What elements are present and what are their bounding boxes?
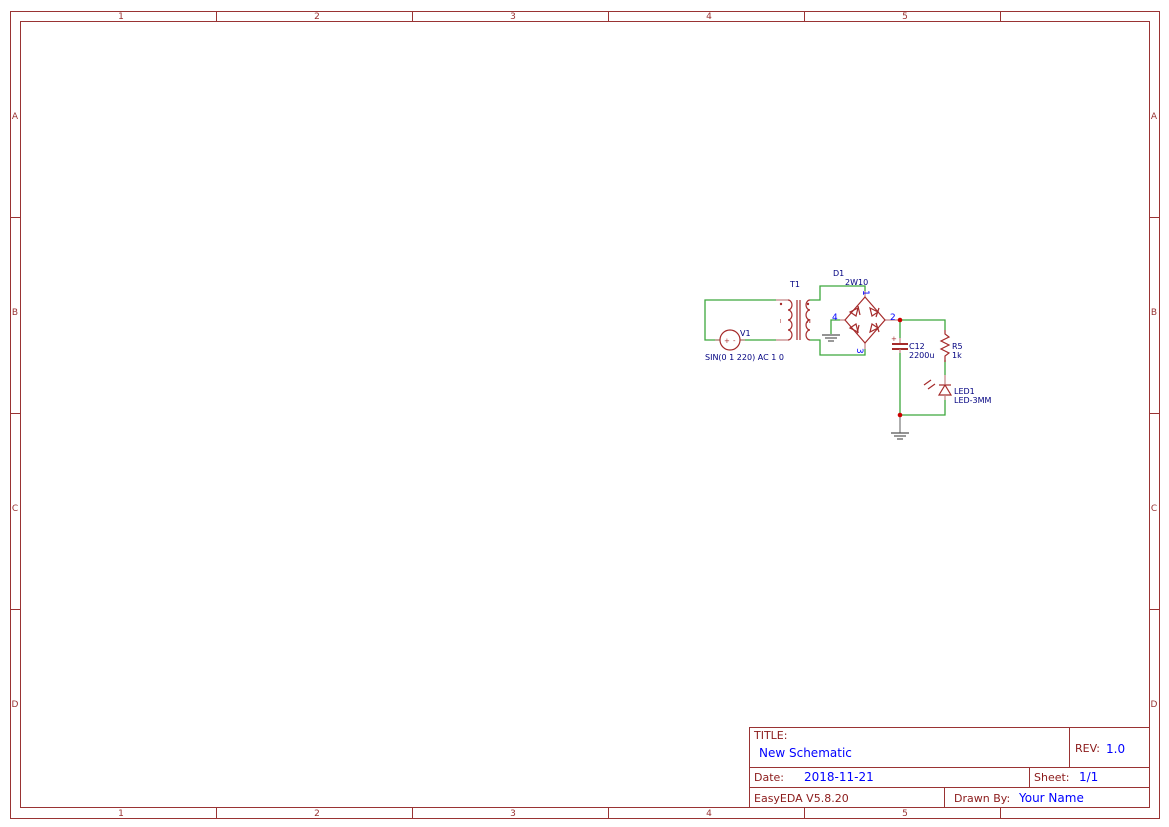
column-label: 1 xyxy=(118,12,124,22)
row-label: B xyxy=(1151,308,1157,318)
minus-sign: - xyxy=(733,337,736,345)
row-label: A xyxy=(1151,112,1158,122)
v1-ref: V1 xyxy=(740,329,751,338)
drawn-by-label: Drawn By: xyxy=(954,792,1010,805)
column-label: 5 xyxy=(902,809,908,819)
drawing-frame xyxy=(10,11,1160,819)
junction-dots xyxy=(897,317,903,418)
wires[interactable] xyxy=(704,285,946,416)
column-label: 1 xyxy=(118,809,124,819)
row-label: D xyxy=(12,700,19,710)
column-label: 2 xyxy=(314,12,320,22)
frame-column-labels-bottom: 1 2 3 4 5 xyxy=(118,809,908,819)
date-label: Date: xyxy=(754,771,784,784)
date-value: 2018-11-21 xyxy=(804,770,874,784)
sheet-value: 1/1 xyxy=(1079,770,1098,784)
c12-ref: C12 xyxy=(909,342,925,351)
sheet-label: Sheet: xyxy=(1034,771,1070,784)
frame-row-labels: A B C D A B C D xyxy=(12,112,1158,710)
column-label: 2 xyxy=(314,809,320,819)
software-version: EasyEDA V5.8.20 xyxy=(754,792,849,805)
row-label: A xyxy=(12,112,19,122)
title-label: TITLE: xyxy=(753,729,787,742)
drawn-by-value: Your Name xyxy=(1018,791,1084,805)
t1-ref: T1 xyxy=(789,280,800,289)
column-label: 4 xyxy=(706,12,712,22)
resistor-r5[interactable]: R5 1k xyxy=(939,330,963,362)
secondary-pin-label: N xyxy=(807,319,811,325)
rev-value: 1.0 xyxy=(1106,742,1125,756)
plus-sign: + xyxy=(724,337,730,345)
pin-number: 2 xyxy=(890,313,896,323)
column-label: 4 xyxy=(706,809,712,819)
voltage-source-v1[interactable]: + - V1 SIN(0 1 220) AC 1 0 xyxy=(705,329,784,362)
frame-column-labels-top: 1 2 3 4 5 xyxy=(118,12,908,22)
column-label: 3 xyxy=(510,12,516,22)
led1-ref: LED1 xyxy=(954,387,975,396)
c12-value: 2200u xyxy=(909,351,934,360)
r5-value: 1k xyxy=(952,351,962,360)
row-label: C xyxy=(12,504,18,514)
row-label: B xyxy=(12,308,18,318)
title-block: TITLE: New Schematic REV: 1.0 Date: 2018… xyxy=(749,727,1150,808)
ground-icon xyxy=(891,415,909,440)
title-value: New Schematic xyxy=(759,746,852,760)
column-label: 3 xyxy=(510,809,516,819)
pin-number: 1 xyxy=(860,290,870,296)
led-led1[interactable]: LED1 LED-3MM xyxy=(923,375,992,405)
d1-value: 2W10 xyxy=(845,278,868,287)
bridge-rectifier-d1[interactable]: D1 2W10 1 2 3 4 xyxy=(832,269,900,354)
diode-icon xyxy=(848,305,880,335)
rev-label: REV: xyxy=(1075,742,1100,755)
d1-ref: D1 xyxy=(833,269,844,278)
v1-value: SIN(0 1 220) AC 1 0 xyxy=(705,353,784,362)
pin-number: 3 xyxy=(854,348,864,354)
column-label: 5 xyxy=(902,12,908,22)
ground-icon xyxy=(822,334,840,342)
row-label: D xyxy=(1151,700,1158,710)
primary-pin-label: I xyxy=(780,319,781,325)
pin-number: 4 xyxy=(832,313,838,323)
transformer-t1[interactable]: I N T1 xyxy=(776,280,811,341)
capacitor-c12[interactable]: + C12 2200u xyxy=(891,335,934,360)
light-emission-icon xyxy=(923,379,936,390)
row-label: C xyxy=(1151,504,1157,514)
r5-ref: R5 xyxy=(952,342,963,351)
led1-value: LED-3MM xyxy=(954,396,992,405)
polarity-mark: + xyxy=(891,335,897,343)
